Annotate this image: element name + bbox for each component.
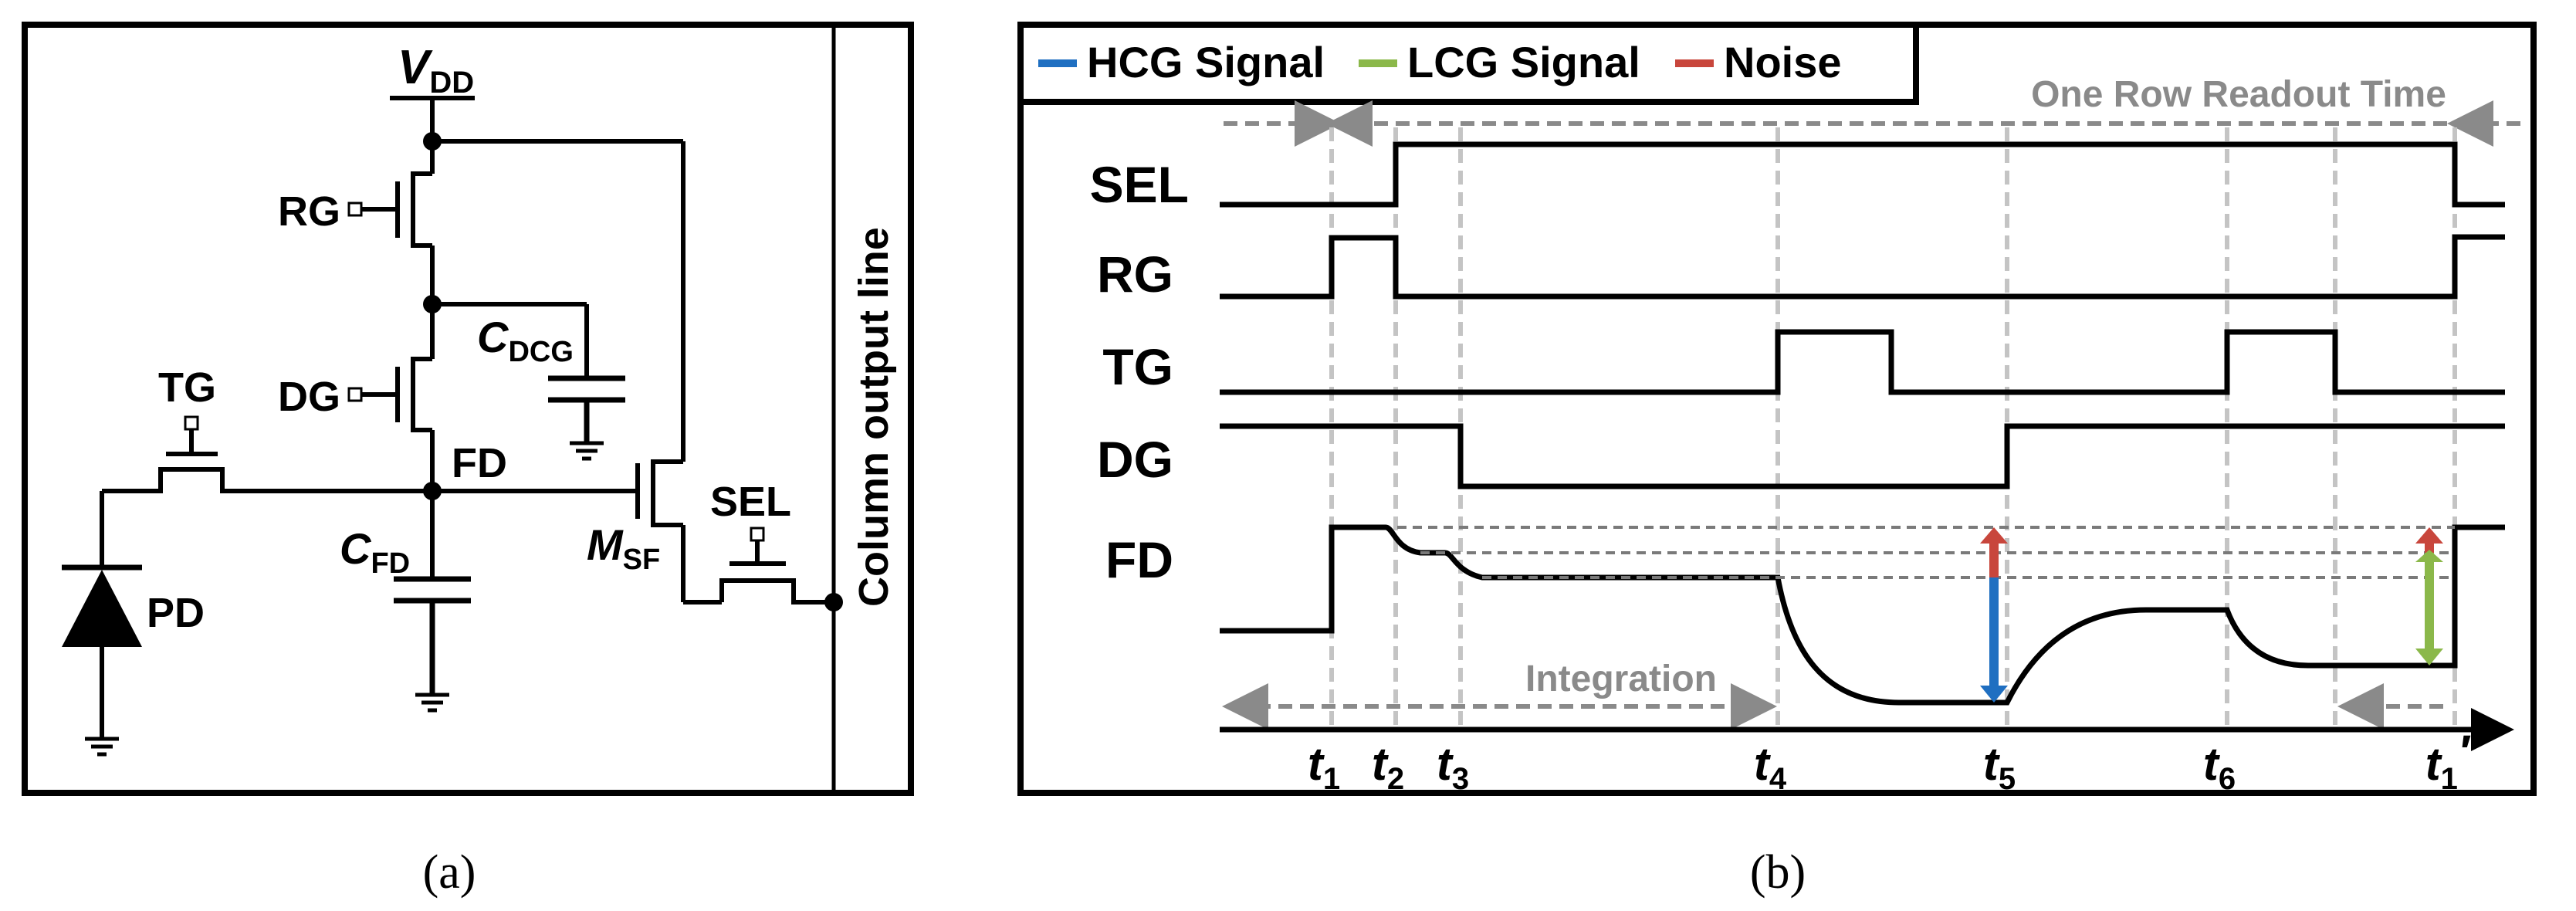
ground-icon (570, 441, 604, 461)
time-label-t1: t1 (1308, 738, 1340, 796)
signal-label-fd: FD (1105, 531, 1173, 588)
msf-label: MSF (587, 520, 660, 576)
dg-transistor (347, 357, 432, 432)
node-output (824, 593, 843, 611)
sel-label: SEL (710, 479, 791, 525)
time-label-t6: t6 (2203, 738, 2236, 796)
time-label-t5: t5 (1983, 738, 2016, 796)
rg-transistor (347, 171, 432, 248)
pd-label: PD (147, 590, 205, 636)
waveform-dg (1220, 423, 2505, 489)
fd-label: FD (452, 440, 507, 486)
signal-label-tg: TG (1102, 338, 1173, 395)
time-labels: t1 t2 t3 t4 t5 t6 t1′ (1308, 726, 2471, 796)
sf-transistor (635, 459, 722, 605)
legend-noise-label: Noise (1724, 38, 1842, 86)
time-label-t4: t4 (1754, 738, 1787, 796)
time-label-t1-prime: t1′ (2425, 726, 2471, 796)
waveform-fd (1220, 524, 2505, 706)
fd-reference-lines (1397, 526, 2455, 579)
legend-lcg-label: LCG Signal (1407, 38, 1640, 86)
cfd-capacitor (394, 576, 471, 693)
legend-hcg-label: HCG Signal (1087, 38, 1325, 86)
caption-b: (b) (1750, 846, 1806, 899)
panel-b: HCG Signal LCG Signal Noise One Row Read… (1017, 22, 2537, 899)
vdd-label: VDD (398, 41, 474, 100)
waveform-rg (1220, 234, 2505, 300)
photodiode-icon (62, 491, 142, 737)
waveforms (1220, 141, 2505, 706)
panel-a-frame (22, 22, 914, 796)
tg-transistor (102, 415, 432, 493)
cdcg-label: CDCG (477, 313, 574, 368)
signal-label-dg: DG (1097, 431, 1173, 488)
sel-transistor (719, 527, 834, 605)
tg-label: TG (158, 364, 216, 411)
waveform-sel (1220, 141, 2505, 208)
time-label-t2: t2 (1372, 738, 1404, 796)
signal-arrows (1980, 527, 2443, 703)
one-row-readout-label: One Row Readout Time (2031, 74, 2446, 115)
cdcg-capacitor (548, 375, 625, 442)
rg-label: RG (278, 188, 340, 235)
waveform-tg (1220, 329, 2505, 395)
cfd-label: CFD (340, 524, 410, 580)
panel-a: Column output line VDD RG (22, 22, 914, 899)
signal-label-sel: SEL (1090, 156, 1189, 213)
signal-label-rg: RG (1097, 246, 1173, 303)
dg-label: DG (278, 374, 340, 420)
ground-icon (85, 737, 119, 757)
column-output-label: Column output line (851, 227, 897, 607)
caption-a: (a) (423, 846, 476, 899)
ground-icon (415, 693, 449, 713)
time-label-t3: t3 (1437, 738, 1469, 796)
legend: HCG Signal LCG Signal Noise (1017, 22, 1919, 105)
integration-label: Integration (1525, 659, 1717, 699)
